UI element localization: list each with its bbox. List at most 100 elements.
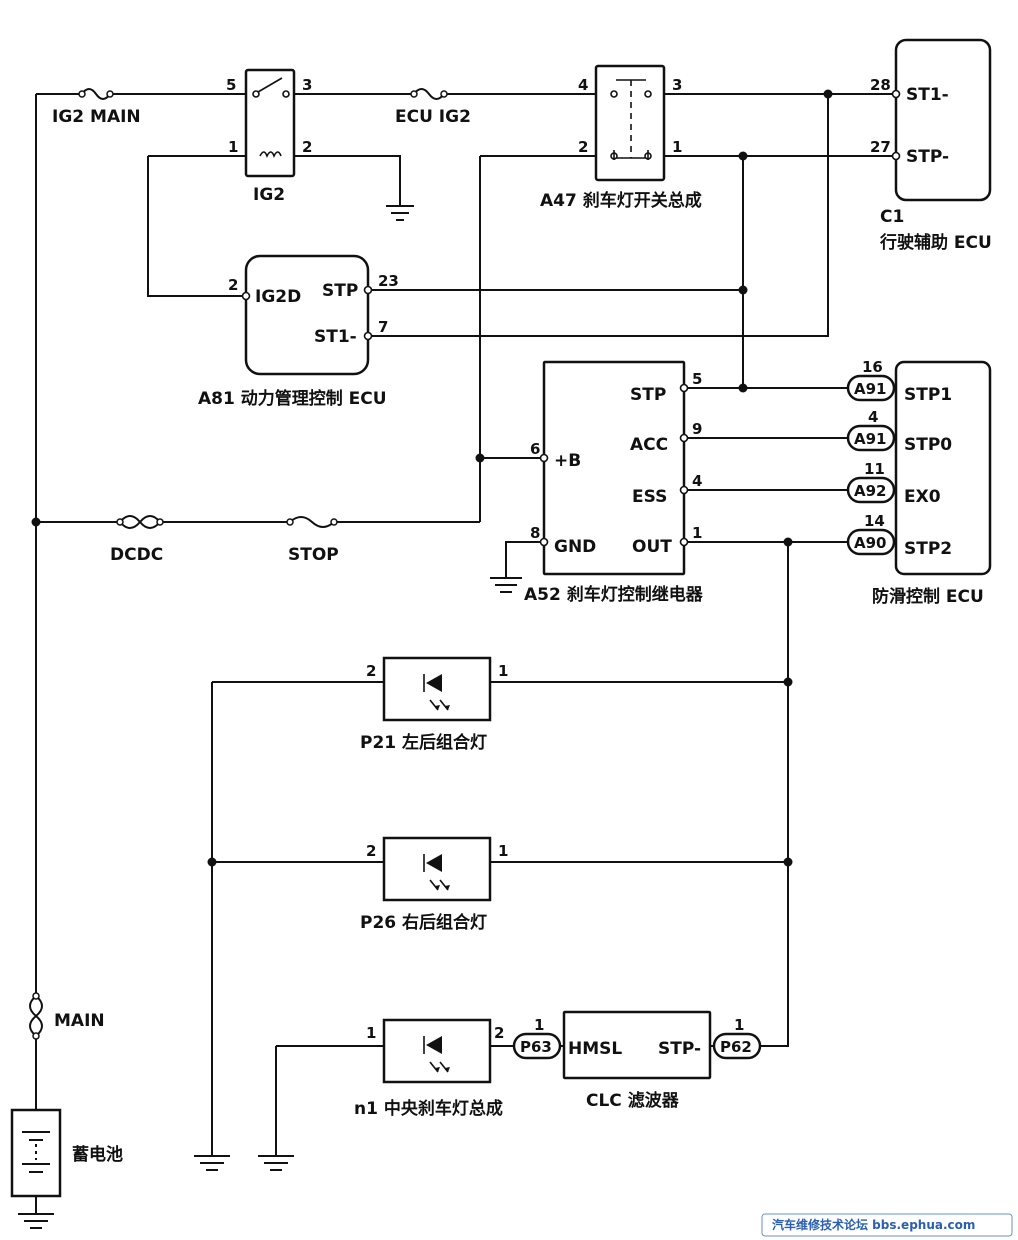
p21-pin-2: 2 bbox=[366, 662, 376, 680]
fuse-icon bbox=[81, 88, 111, 100]
a52-pin-9: 9 bbox=[692, 420, 702, 438]
fuse-ig2-main: IG2 MAIN bbox=[52, 88, 141, 127]
c1-pin-27: 27 bbox=[870, 138, 891, 156]
a52-acc-label: ACC bbox=[630, 435, 668, 455]
clc-filter: P63 P62 1 1 HMSL STP- CLC 滤波器 bbox=[512, 1010, 762, 1111]
a52-b-label: +B bbox=[554, 451, 581, 471]
abs-pin-11: 11 bbox=[864, 460, 885, 478]
a52-pin-1: 1 bbox=[692, 524, 702, 542]
a81-name-label: A81 动力管理控制 ECU bbox=[198, 388, 387, 409]
splice-dot-icon bbox=[207, 857, 217, 867]
fusible-link-main: MAIN bbox=[29, 992, 105, 1040]
c1-st1-label: ST1- bbox=[906, 85, 949, 105]
splice-dot-icon bbox=[738, 151, 748, 161]
connector-a92: A92 bbox=[854, 482, 886, 500]
ig2-pin-1: 1 bbox=[228, 138, 238, 156]
splice-dots bbox=[31, 89, 833, 867]
splice-dot-icon bbox=[475, 453, 485, 463]
fusible-link-icon bbox=[119, 515, 161, 529]
p26-right-rear-lamp: 2 1 P26 右后组合灯 bbox=[360, 836, 508, 933]
watermark: 汽车维修技术论坛 bbs.ephua.com bbox=[761, 1213, 1013, 1237]
led-lamp-icon bbox=[423, 1036, 450, 1073]
watermark-text: 汽车维修技术论坛 bbs.ephua.com bbox=[772, 1217, 975, 1232]
ground-icon bbox=[18, 1213, 54, 1229]
fuse-ecu-ig2: ECU IG2 bbox=[395, 88, 471, 127]
connector-a91-a: A91 bbox=[854, 380, 886, 398]
splice-dot-icon bbox=[31, 517, 41, 527]
a52-gnd-label: GND bbox=[554, 537, 596, 557]
ig2-pin-5: 5 bbox=[226, 76, 236, 94]
relay-switch-icon bbox=[252, 77, 290, 98]
a47-pin-1: 1 bbox=[672, 138, 682, 156]
a52-ess-label: ESS bbox=[632, 487, 667, 507]
a81-pin-2: 2 bbox=[228, 276, 238, 294]
a52-out-label: OUT bbox=[632, 537, 672, 557]
n1-pin-2: 2 bbox=[494, 1024, 504, 1042]
fusible-link-icon bbox=[29, 995, 43, 1037]
p21-pin-1: 1 bbox=[498, 662, 508, 680]
relay-coil-icon bbox=[259, 151, 282, 158]
connector-p62: P62 bbox=[720, 1038, 752, 1056]
splice-dot-icon bbox=[783, 857, 793, 867]
skid-control-ecu: A91 A91 A92 A90 16 4 11 14 STP1 STP0 EX0… bbox=[846, 358, 992, 607]
ground-icon bbox=[490, 577, 522, 593]
ground-icon bbox=[194, 1155, 230, 1171]
a81-ig2d-label: IG2D bbox=[255, 287, 301, 307]
c1-stp-label: STP- bbox=[906, 147, 949, 167]
a52-name-label: A52 刹车灯控制继电器 bbox=[524, 584, 704, 605]
a81-st1-label: ST1- bbox=[314, 327, 357, 347]
led-lamp-icon bbox=[423, 854, 450, 891]
abs-stp0-label: STP0 bbox=[904, 435, 952, 455]
c1-name-label: 行驶辅助 ECU bbox=[879, 232, 992, 253]
dcdc-label: DCDC bbox=[110, 545, 163, 565]
abs-pin-16: 16 bbox=[862, 358, 883, 376]
abs-ex0-label: EX0 bbox=[904, 487, 941, 507]
connector-p63: P63 bbox=[520, 1038, 552, 1056]
n1-pin-1: 1 bbox=[366, 1024, 376, 1042]
c1-code-label: C1 bbox=[880, 207, 904, 227]
p21-left-rear-lamp: 2 1 P21 左后组合灯 bbox=[360, 656, 508, 753]
a52-stp-label: STP bbox=[630, 385, 666, 405]
a81-stp-label: STP bbox=[322, 281, 358, 301]
abs-pin-4: 4 bbox=[868, 408, 878, 426]
abs-name-label: 防滑控制 ECU bbox=[872, 586, 984, 607]
a81-pin-7: 7 bbox=[378, 318, 388, 336]
abs-stp2-label: STP2 bbox=[904, 539, 952, 559]
ig2-relay-label: IG2 bbox=[253, 185, 285, 205]
a47-pin-3: 3 bbox=[672, 76, 682, 94]
ig2-main-label: IG2 MAIN bbox=[52, 107, 141, 127]
splice-dot-icon bbox=[783, 537, 793, 547]
abs-pin-14: 14 bbox=[864, 512, 885, 530]
ground-icon bbox=[258, 1155, 294, 1171]
stop-label: STOP bbox=[288, 545, 339, 565]
a47-brake-switch: 4 3 2 1 A47 刹车灯开关总成 bbox=[540, 64, 702, 211]
ecu-ig2-label: ECU IG2 bbox=[395, 107, 471, 127]
c1-pin-28: 28 bbox=[870, 76, 891, 94]
splice-dot-icon bbox=[783, 677, 793, 687]
connector-a91-b: A91 bbox=[854, 430, 886, 448]
a47-pin-4: 4 bbox=[578, 76, 588, 94]
splice-dot-icon bbox=[823, 89, 833, 99]
n1-center-brake-lamp: 1 2 n1 中央刹车灯总成 bbox=[354, 1018, 504, 1119]
battery: 蓄电池 bbox=[10, 1108, 123, 1214]
a52-pin-5: 5 bbox=[692, 370, 702, 388]
a47-pin-2: 2 bbox=[578, 138, 588, 156]
p26-pin-1: 1 bbox=[498, 842, 508, 860]
fuse-stop: STOP bbox=[286, 516, 339, 565]
p21-label: P21 左后组合灯 bbox=[360, 732, 487, 753]
a81-pin-23: 23 bbox=[378, 272, 399, 290]
ig2-relay: 5 3 1 2 IG2 bbox=[226, 68, 312, 205]
clc-stp-label: STP- bbox=[658, 1039, 701, 1059]
a52-pin-6: 6 bbox=[530, 440, 540, 458]
a52-brake-light-relay: 5 9 4 1 6 8 STP ACC ESS OUT +B GND A52 刹… bbox=[524, 360, 704, 605]
p26-pin-2: 2 bbox=[366, 842, 376, 860]
wires bbox=[35, 93, 894, 1156]
splice-dot-icon bbox=[738, 383, 748, 393]
ground-icon bbox=[386, 205, 414, 221]
a47-label: A47 刹车灯开关总成 bbox=[540, 190, 702, 211]
c1-driving-assist-ecu: 28 27 ST1- STP- C1 行驶辅助 ECU bbox=[870, 38, 992, 253]
main-label: MAIN bbox=[54, 1011, 105, 1031]
ig2-pin-2: 2 bbox=[302, 138, 312, 156]
ig2-pin-3: 3 bbox=[302, 76, 312, 94]
